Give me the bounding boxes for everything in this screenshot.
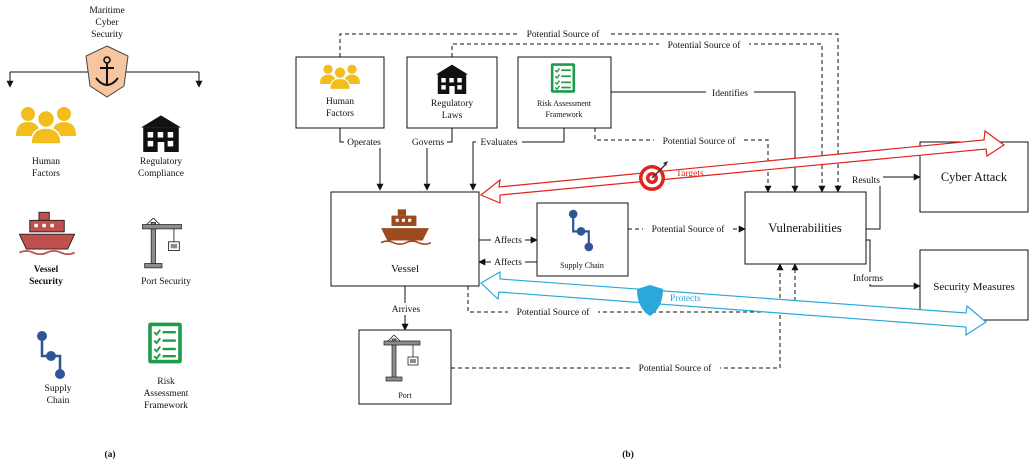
item-regulatory-2: Compliance	[138, 169, 184, 179]
node-regulatory-line-1: Regulatory	[431, 99, 473, 109]
checklist-icon	[147, 321, 183, 365]
building-icon	[141, 115, 181, 152]
edge-potential-source-vessel	[467, 263, 799, 313]
node-human-factors: Human Factors	[295, 56, 385, 129]
node-vessel: Vessel	[330, 191, 480, 287]
item-risk-3: Framework	[144, 401, 188, 411]
edge-label-targets: Targets	[676, 169, 704, 179]
node-human-factors-line-1: Human	[326, 97, 354, 107]
item-regulatory-1: Regulatory	[140, 157, 182, 167]
item-human-factors-2: Factors	[32, 169, 60, 179]
node-human-factors-line-2: Factors	[326, 109, 354, 119]
edge-label-operates: Operates	[347, 138, 381, 148]
edge-protects: Protects	[480, 270, 988, 337]
item-risk-1: Risk	[157, 377, 175, 387]
node-vessel-label: Vessel	[391, 263, 419, 275]
item-risk-2: Assessment	[144, 389, 189, 399]
node-supply-chain: Supply Chain	[536, 202, 629, 277]
item-vessel-security-2: Security	[29, 277, 63, 287]
item-port-security: Port Security	[141, 277, 191, 287]
panel-a: Maritime Cyber Security Human Factors Re…	[6, 6, 203, 460]
item-supply-chain-2: Chain	[47, 396, 70, 406]
node-regulatory-line-2: Laws	[442, 111, 463, 121]
item-vessel-security-1: Vessel	[34, 265, 59, 275]
caption-b: (b)	[622, 449, 634, 460]
node-port-label: Port	[398, 391, 412, 400]
edge-label-potential-source-second: Potential Source of	[668, 40, 742, 51]
node-risk-line-2: Framework	[546, 110, 583, 119]
edge-potential-source-port	[451, 263, 784, 369]
target-icon	[639, 161, 668, 191]
node-risk-line-1: Risk Assessment	[537, 99, 592, 108]
edge-label-governs: Governs	[412, 138, 444, 148]
chain-icon	[35, 330, 67, 380]
root-label-line-3: Security	[91, 30, 123, 40]
anchor-icon	[85, 45, 129, 98]
edge-label-affects-top: Affects	[494, 235, 522, 246]
root-label-line-2: Cyber	[95, 18, 119, 28]
node-cyber-attack-label: Cyber Attack	[941, 170, 1008, 184]
ship-icon	[18, 211, 76, 256]
edge-label-evaluates: Evaluates	[481, 138, 518, 148]
people-icon	[16, 106, 76, 145]
node-security-measures-label: Security Measures	[933, 281, 1015, 293]
edge-targets: Targets	[479, 129, 1006, 204]
edge-label-potential-source-vessel: Potential Source of	[517, 307, 591, 318]
edge-label-potential-source-port: Potential Source of	[639, 363, 713, 374]
edge-informs	[866, 239, 921, 290]
caption-a: (a)	[104, 449, 115, 460]
node-vulnerabilities: Vulnerabilities	[744, 191, 867, 265]
crane-icon	[141, 218, 183, 269]
checklist-icon	[550, 62, 576, 94]
item-supply-chain-1: Supply	[45, 384, 72, 394]
edge-label-protects: Protects	[670, 294, 701, 304]
edge-results	[866, 173, 921, 230]
edge-label-results: Results	[852, 176, 880, 186]
edge-label-affects-bottom: Affects	[494, 257, 522, 268]
node-port: Port	[358, 329, 452, 405]
node-risk-framework: Risk Assessment Framework	[517, 56, 612, 129]
node-vulnerabilities-label: Vulnerabilities	[768, 221, 842, 235]
edge-label-informs: Informs	[853, 273, 883, 284]
root-label-line-1: Maritime	[89, 6, 124, 16]
edge-label-potential-source-top: Potential Source of	[527, 29, 601, 40]
edge-label-potential-source-supply: Potential Source of	[652, 224, 726, 235]
node-security-measures: Security Measures	[919, 249, 1029, 321]
panel-b: Potential Source of Potential Source of …	[295, 27, 1029, 460]
edge-potential-source-second	[451, 43, 826, 193]
edge-label-potential-source-risk: Potential Source of	[663, 136, 737, 147]
node-supply-chain-label: Supply Chain	[560, 261, 604, 270]
edge-label-identifies: Identifies	[712, 88, 748, 99]
item-human-factors-1: Human	[32, 157, 60, 167]
node-regulatory-laws: Regulatory Laws	[406, 56, 498, 129]
edge-label-arrives: Arrives	[392, 305, 421, 315]
shield-icon	[637, 285, 663, 316]
